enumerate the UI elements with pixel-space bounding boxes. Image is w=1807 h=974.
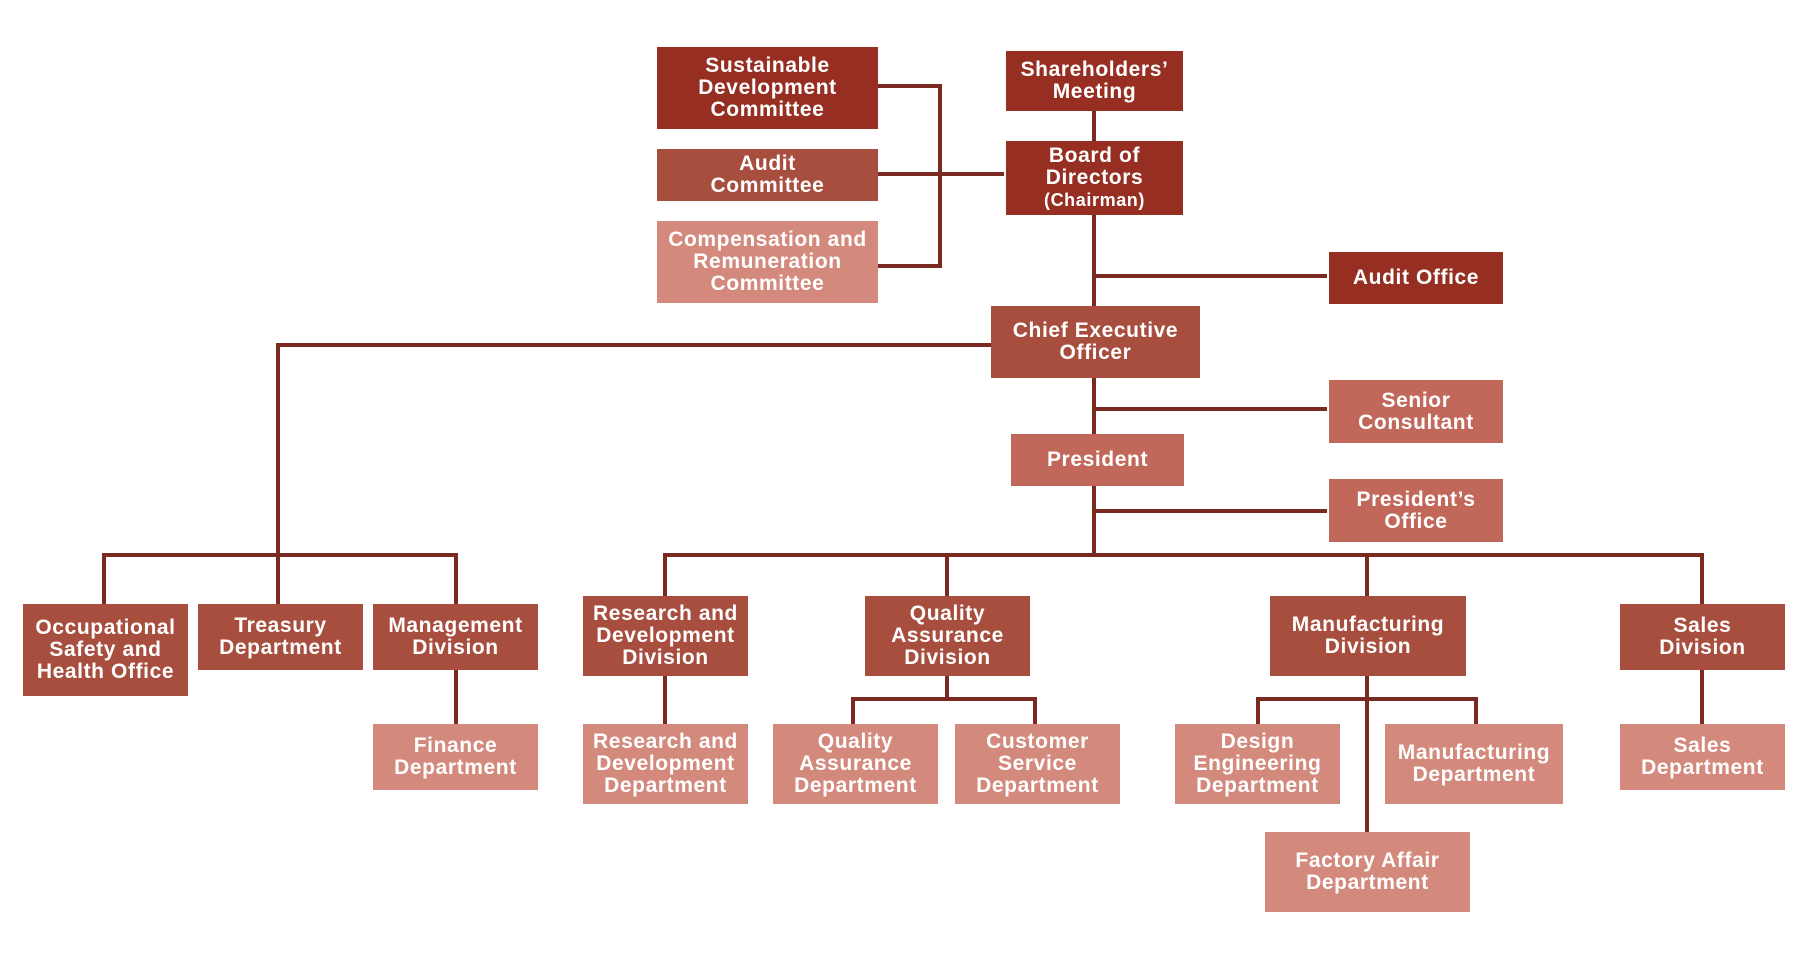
finance-department-box: Finance Department xyxy=(373,724,538,790)
rnd-department-box: Research and Development Department xyxy=(583,724,748,804)
compensation-remuneration-committee-box: Compensation and Remuneration Committee xyxy=(657,221,878,303)
sustainable-development-committee-box: Sustainable Development Committee xyxy=(657,47,878,129)
sales-department-box: Sales Department xyxy=(1620,724,1785,790)
manufacturing-division-box: Manufacturing Division xyxy=(1270,596,1466,676)
presidents-office-box: President’s Office xyxy=(1329,479,1503,542)
qa-division-box: Quality Assurance Division xyxy=(865,596,1030,676)
management-division-box: Management Division xyxy=(373,604,538,670)
audit-office-box: Audit Office xyxy=(1329,252,1503,304)
chairman-label: (Chairman) xyxy=(1043,190,1145,210)
shareholders-meeting-box: Shareholders’ Meeting xyxy=(1006,51,1183,111)
sales-division-box: Sales Division xyxy=(1620,604,1785,670)
president-box: President xyxy=(1011,434,1184,486)
audit-committee-box: Audit Committee xyxy=(657,149,878,201)
occupational-safety-health-office-box: Occupational Safety and Health Office xyxy=(23,604,188,696)
board-of-directors-box: Board of Directors (Chairman) xyxy=(1006,141,1183,215)
rnd-division-box: Research and Development Division xyxy=(583,596,748,676)
ceo-box: Chief Executive Officer xyxy=(991,306,1200,378)
board-of-directors-label: Board of Directors xyxy=(1045,144,1144,189)
factory-affair-department-box: Factory Affair Department xyxy=(1265,832,1470,912)
treasury-department-box: Treasury Department xyxy=(198,604,363,670)
design-engineering-department-box: Design Engineering Department xyxy=(1175,724,1340,804)
manufacturing-department-box: Manufacturing Department xyxy=(1385,724,1563,804)
senior-consultant-box: Senior Consultant xyxy=(1329,380,1503,443)
customer-service-department-box: Customer Service Department xyxy=(955,724,1120,804)
qa-department-box: Quality Assurance Department xyxy=(773,724,938,804)
